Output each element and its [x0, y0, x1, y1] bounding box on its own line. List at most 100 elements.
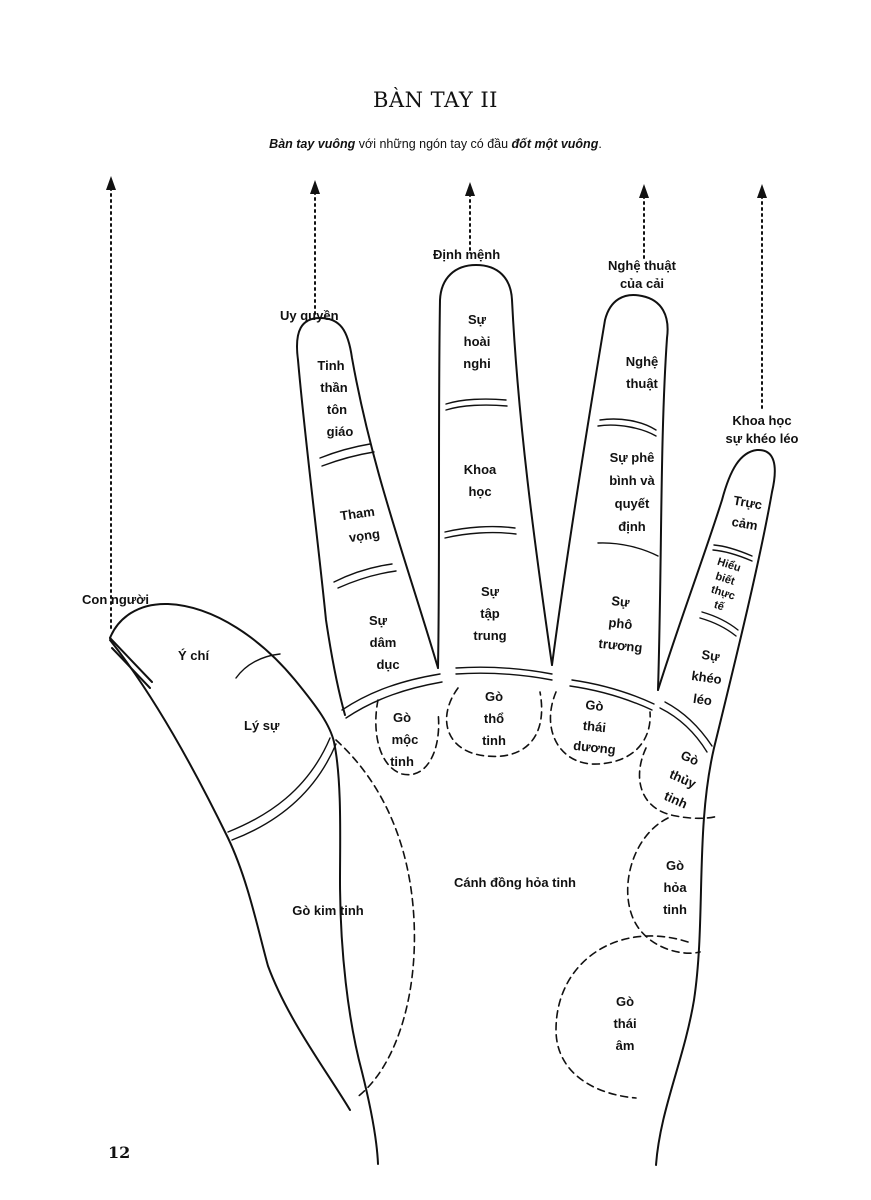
label-go-moc-tinh-3: tinh	[390, 754, 414, 769]
hand-outline	[109, 264, 776, 1166]
label-go-hoa-tinh-3: tinh	[663, 902, 687, 917]
crease-little-3b	[659, 707, 708, 753]
crease-index-1a	[319, 443, 371, 459]
page-subtitle: Bàn tay vuông với những ngón tay có đầu …	[0, 137, 871, 151]
index-finger-outline	[296, 317, 439, 716]
subtitle-part-4: .	[598, 137, 602, 151]
label-hieu-biet-4: tế	[712, 599, 726, 614]
label-nghe-thuat-cua-cai-2: của cải	[620, 276, 664, 291]
ring-finger-outline	[551, 294, 669, 691]
arrowhead-con-nguoi	[106, 176, 116, 190]
crease-little-1b	[712, 549, 753, 562]
label-ly-su: Lý sự	[244, 718, 280, 733]
crease-middle-2a	[444, 525, 516, 533]
label-su-hoai-nghi-1: Sự	[468, 312, 487, 327]
crease-index-3b	[345, 681, 443, 719]
label-su-phe-binh-1: Sự phê	[610, 450, 655, 465]
dotted-arrows	[106, 176, 767, 631]
mount-moc-tinh-boundary	[375, 699, 440, 776]
label-tinh-than-1: Tinh	[317, 358, 344, 373]
crease-little-1a	[713, 544, 753, 557]
label-go-moc-tinh-2: mộc	[392, 732, 419, 747]
label-su-pho-truong-1: Sự	[611, 593, 631, 610]
label-su-phe-binh-4: định	[618, 519, 645, 534]
thumb-outline	[109, 602, 379, 1165]
label-tinh-than-4: giáo	[327, 424, 354, 439]
label-khoa-hoc-2: học	[468, 484, 491, 499]
label-go-tho-tinh-2: thổ	[484, 711, 504, 726]
little-finger-outline	[655, 448, 776, 1166]
label-su-hoai-nghi-3: nghi	[463, 356, 490, 371]
label-go-hoa-tinh-2: hỏa	[663, 880, 687, 895]
page-number: 12	[108, 1143, 131, 1162]
label-su-pho-truong-2: phô	[608, 615, 633, 632]
subtitle-part-1: Bàn tay vuông	[269, 137, 356, 151]
thumb-nail-line-1	[109, 637, 153, 683]
crease-index-2a	[333, 563, 393, 583]
label-canh-dong-hoa-tinh: Cánh đồng hỏa tinh	[454, 875, 576, 890]
label-go-tho-tinh-3: tinh	[482, 733, 506, 748]
arrowhead-uy-quyen	[310, 180, 320, 194]
label-go-thai-duong-2: thái	[582, 718, 607, 735]
label-truc-cam-2: cảm	[731, 514, 759, 533]
mount-hoa-tinh-boundary	[627, 817, 701, 954]
page-title: BÀN TAY II	[373, 88, 498, 112]
label-khoa-hoc-kheo-leo-2: sự khéo léo	[726, 431, 799, 446]
crease-middle-3a	[455, 666, 553, 675]
label-su-kheo-leo-1: Sự	[701, 647, 722, 664]
label-go-thai-am-2: thái	[613, 1016, 636, 1031]
label-dinh-menh: Định mệnh	[433, 247, 500, 262]
label-nghe-thuat-2: thuật	[626, 376, 658, 391]
crease-middle-2b	[444, 531, 517, 539]
mount-thai-am-boundary	[555, 935, 689, 1099]
subtitle-part-2: với những ngón tay có đầu	[355, 137, 512, 151]
crease-little-3a	[664, 701, 713, 747]
crease-index-2b	[337, 570, 397, 589]
crease-little-2a	[701, 611, 739, 631]
label-con-nguoi: Con người	[82, 592, 149, 607]
crease-ring-2	[597, 542, 659, 557]
arrowhead-khoa-hoc	[757, 184, 767, 198]
label-su-phe-binh-3: quyết	[615, 496, 650, 511]
label-tham-vong-2: vọng	[348, 526, 381, 545]
crease-middle-1b	[445, 404, 508, 411]
label-go-tho-tinh-1: Gò	[485, 689, 503, 704]
mount-tho-tinh-boundary	[445, 687, 543, 758]
crease-thumb-base-b	[231, 743, 337, 841]
label-go-thai-duong-3: dương	[573, 738, 617, 757]
crease-ring-3b	[569, 685, 653, 711]
label-nghe-thuat-1: Nghệ	[626, 354, 659, 369]
label-hieu-biet-2: biết	[714, 570, 737, 588]
label-su-pho-truong-3: trương	[598, 636, 643, 656]
label-y-chi: Ý chí	[178, 648, 209, 663]
label-su-dam-duc-3: dục	[376, 657, 399, 672]
mount-kim-tinh-boundary	[335, 739, 416, 1099]
arrowhead-dinh-menh	[465, 182, 475, 196]
label-tham-vong-1: Tham	[339, 504, 375, 524]
label-su-kheo-leo-2: khéo	[691, 668, 723, 687]
label-go-kim-tinh: Gò kim tinh	[292, 903, 364, 918]
crease-little-2b	[699, 617, 737, 637]
label-hieu-biet-group: Hiểu biết thực tế	[709, 556, 742, 614]
label-khoa-hoc-kheo-leo-1: Khoa học	[732, 413, 791, 428]
crease-thumb-base-a	[227, 737, 331, 833]
middle-finger-outline	[437, 264, 553, 669]
label-khoa-hoc-1: Khoa	[464, 462, 497, 477]
crease-thumb-joint	[235, 653, 281, 679]
label-go-moc-tinh-1: Gò	[393, 710, 411, 725]
crease-middle-3b	[455, 672, 553, 681]
label-su-tap-trung-3: trung	[473, 628, 506, 643]
subtitle-part-3: đốt một vuông	[511, 137, 599, 151]
label-go-hoa-tinh-1: Gò	[666, 858, 684, 873]
labels: Con người Uy quyền Định mệnh Nghệ thuật …	[82, 247, 799, 1053]
label-truc-cam-1: Trực	[732, 493, 763, 513]
label-su-hoai-nghi-2: hoài	[464, 334, 491, 349]
mount-thuy-tinh-boundary	[638, 747, 719, 820]
crease-index-3a	[341, 673, 441, 711]
label-go-thai-duong-1: Gò	[585, 697, 605, 714]
crease-ring-1a	[599, 418, 657, 431]
mount-thai-duong-boundary	[549, 691, 651, 765]
label-go-thuy-tinh-3: tinh	[662, 788, 690, 811]
